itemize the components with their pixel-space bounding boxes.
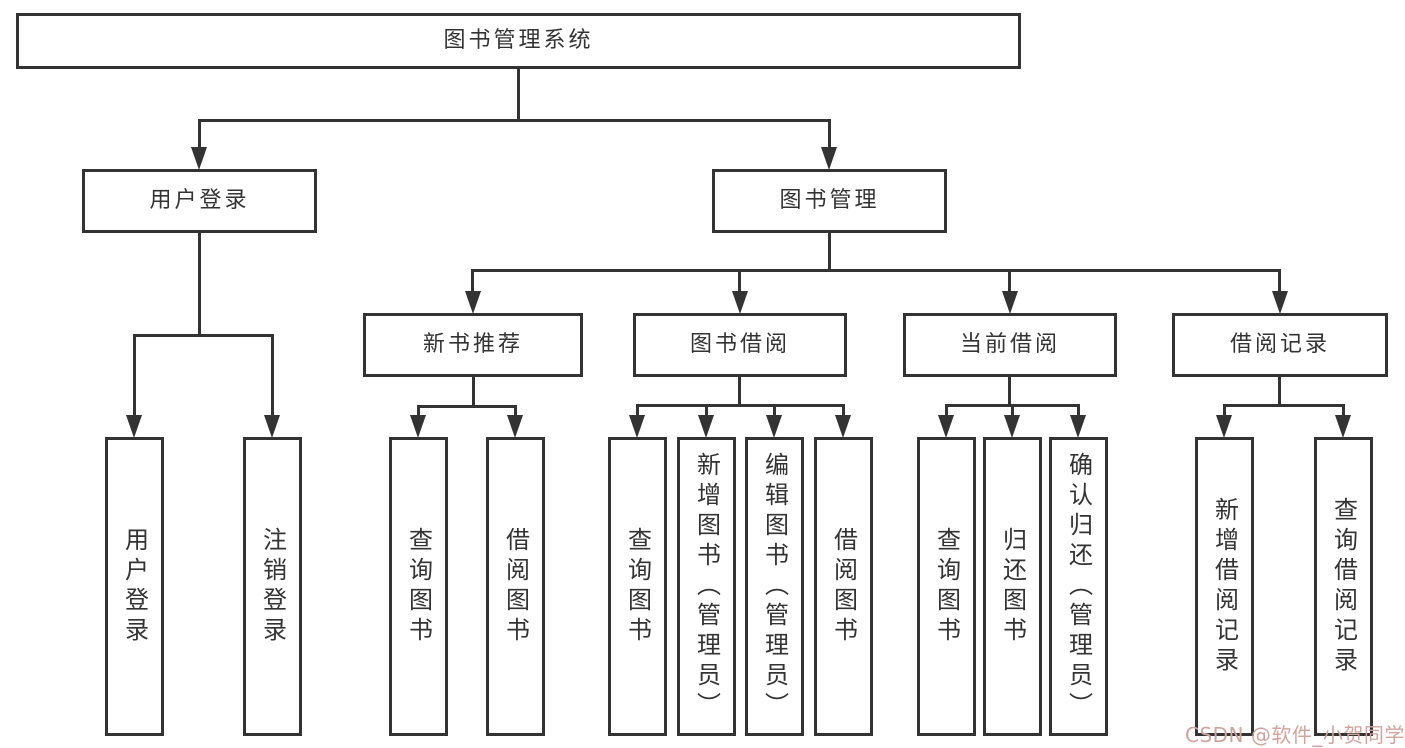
arrow-down-icon bbox=[732, 291, 748, 314]
connector-line bbox=[471, 269, 1281, 272]
connector-line bbox=[198, 119, 201, 150]
node-query-books-current: 查询图书 bbox=[917, 437, 976, 736]
node-return-books: 归还图书 bbox=[983, 437, 1042, 736]
arrow-down-icon bbox=[835, 415, 851, 438]
node-borrowing-records: 借阅记录 bbox=[1172, 313, 1388, 377]
node-new-book-recommend: 新书推荐 bbox=[363, 313, 583, 377]
connector-line bbox=[1223, 404, 1345, 407]
connector-line bbox=[828, 119, 831, 150]
node-add-borrow-record: 新增借阅记录 bbox=[1195, 437, 1254, 736]
arrow-down-icon bbox=[629, 415, 645, 438]
arrow-down-icon bbox=[410, 415, 426, 438]
connector-line bbox=[472, 377, 475, 407]
connector-line bbox=[1278, 269, 1281, 292]
connector-line bbox=[1223, 404, 1226, 417]
arrow-down-icon bbox=[1002, 291, 1018, 314]
arrow-down-icon bbox=[698, 415, 714, 438]
connector-line bbox=[198, 233, 201, 336]
connector-line bbox=[133, 334, 274, 337]
node-query-books-borrowing: 查询图书 bbox=[608, 437, 667, 736]
connector-line bbox=[636, 404, 639, 417]
node-borrow-books-borrowing: 借阅图书 bbox=[814, 437, 873, 736]
node-user-login-module: 用户登录 bbox=[82, 169, 317, 233]
arrow-down-icon bbox=[1272, 291, 1288, 314]
node-current-borrowing: 当前借阅 bbox=[903, 313, 1117, 377]
connector-line bbox=[133, 334, 136, 416]
arrow-down-icon bbox=[1070, 415, 1086, 438]
node-borrow-books-recommend: 借阅图书 bbox=[486, 437, 545, 736]
connector-line bbox=[1008, 269, 1011, 292]
arrow-down-icon bbox=[191, 147, 207, 170]
connector-line bbox=[271, 334, 274, 416]
arrow-down-icon bbox=[766, 415, 782, 438]
connector-line bbox=[471, 269, 474, 292]
arrow-down-icon bbox=[264, 415, 280, 438]
connector-line bbox=[1008, 377, 1011, 406]
node-confirm-return-admin: 确认归还（管理员） bbox=[1049, 437, 1108, 736]
connector-line bbox=[1342, 404, 1345, 417]
connector-line bbox=[198, 119, 831, 122]
node-edit-books-admin: 编辑图书（管理员） bbox=[745, 437, 804, 736]
connector-line bbox=[828, 233, 831, 271]
connector-line bbox=[636, 404, 845, 407]
arrow-down-icon bbox=[1216, 415, 1232, 438]
connector-line bbox=[517, 69, 520, 120]
connector-line bbox=[773, 404, 776, 417]
arrow-down-icon bbox=[126, 415, 142, 438]
node-query-books-recommend: 查询图书 bbox=[389, 437, 448, 736]
arrow-down-icon bbox=[821, 147, 837, 170]
csdn-watermark: CSDN @软件_小贺同学 bbox=[1185, 723, 1405, 747]
connector-line bbox=[945, 404, 948, 417]
connector-line bbox=[738, 269, 741, 292]
node-logout: 注销登录 bbox=[243, 437, 302, 736]
node-query-borrow-record: 查询借阅记录 bbox=[1314, 437, 1373, 736]
node-user-login: 用户登录 bbox=[105, 437, 164, 736]
connector-line bbox=[1278, 377, 1281, 406]
node-add-books-admin: 新增图书（管理员） bbox=[677, 437, 736, 736]
connector-line bbox=[1011, 404, 1014, 417]
connector-line bbox=[842, 404, 845, 417]
arrow-down-icon bbox=[507, 415, 523, 438]
node-book-management-module: 图书管理 bbox=[712, 169, 947, 233]
arrow-down-icon bbox=[938, 415, 954, 438]
connector-line bbox=[705, 404, 708, 417]
connector-line bbox=[738, 377, 741, 406]
connector-line bbox=[417, 405, 420, 417]
arrow-down-icon bbox=[1004, 415, 1020, 438]
node-book-borrowing: 图书借阅 bbox=[633, 313, 847, 377]
arrow-down-icon bbox=[465, 291, 481, 314]
arrow-down-icon bbox=[1335, 415, 1351, 438]
connector-line bbox=[514, 405, 517, 417]
connector-line bbox=[1077, 404, 1080, 417]
node-book-management-system: 图书管理系统 bbox=[16, 13, 1021, 69]
connector-line bbox=[417, 405, 517, 408]
